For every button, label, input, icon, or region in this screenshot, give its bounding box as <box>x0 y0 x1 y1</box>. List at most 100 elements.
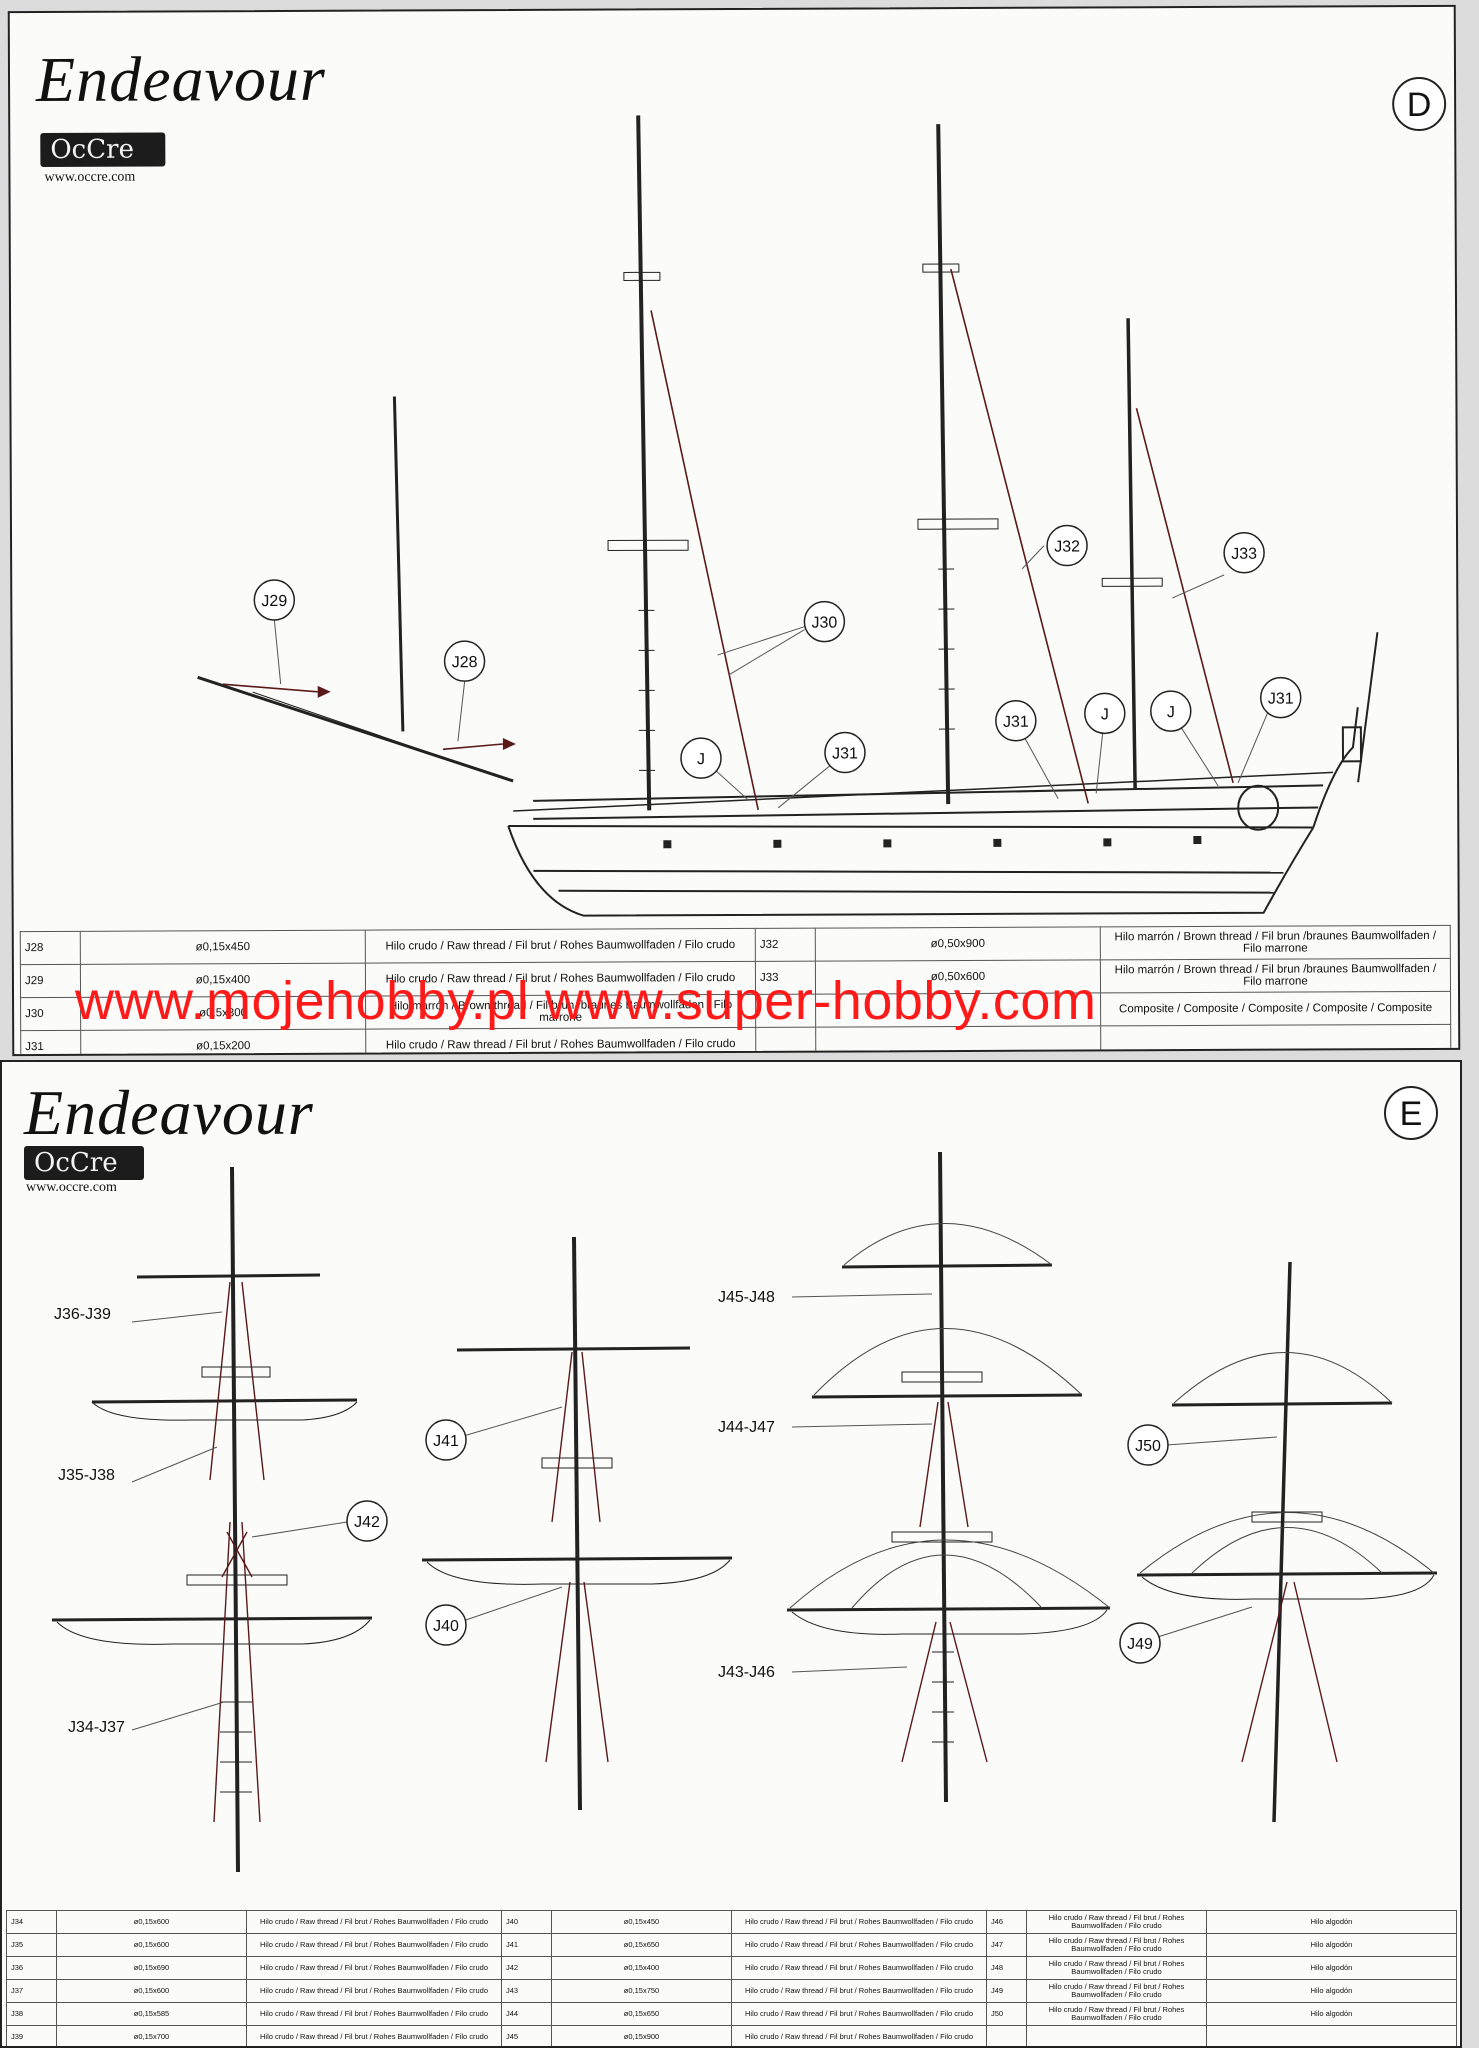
empty-cell <box>1026 2025 1207 2046</box>
rope-material: Hilo crudo / Raw thread / Fil brut / Roh… <box>731 1956 987 1980</box>
empty-cell <box>986 2025 1027 2046</box>
sheet-e: Endeavour OcCre www.occre.com E <box>0 1060 1462 2048</box>
website-text: www.occre.com <box>26 1180 117 1195</box>
rope-size: ø0,15x450 <box>551 1910 732 1934</box>
rope-size: ø0,15x400 <box>551 1956 732 1980</box>
rear-mast-rigging <box>1241 1581 1338 1763</box>
rope-size: ø0,15x690 <box>56 1956 247 1980</box>
mast-front-diagram: J36-J39 J35-J38 J34-J37 J42 J41 J40 J45-… <box>51 1151 1438 1873</box>
callout-j28: J28 <box>443 640 486 682</box>
rope-code: J31 <box>20 1030 81 1057</box>
label-j43-j46: J43-J46 <box>718 1664 775 1681</box>
rope-size: ø0,15x600 <box>56 1910 247 1934</box>
rope-thread-type: Hilo algodón <box>1206 1979 1457 2003</box>
rope-material: Hilo crudo / Raw thread / Fil brut / Roh… <box>246 1933 502 1957</box>
ship-side-diagram: J29 J28 J30 J31 J J32 J33 J31 J J J31 <box>197 115 1379 917</box>
callout-circle <box>1127 1424 1169 1466</box>
callout-label: J <box>1101 706 1109 723</box>
callout-j: J <box>1150 690 1192 732</box>
middle-mast-rigging <box>545 1351 609 1763</box>
rope-material: Hilo marrón / Brown thread / Fil brun /b… <box>1100 925 1451 960</box>
callout-j: J <box>680 737 722 779</box>
rear-mast-arcs <box>1139 1352 1435 1574</box>
callout-circle <box>1119 1622 1161 1664</box>
rope-material: Hilo crudo / Raw thread / Fil brut / Roh… <box>1026 1956 1207 1980</box>
rope-thread-type: Hilo algodón <box>1206 2002 1457 2026</box>
leader-lines <box>273 545 1274 809</box>
label-j49: J49 <box>1127 1636 1153 1653</box>
sheet-title: Endeavour <box>24 1077 314 1148</box>
rope-material: Hilo crudo / Raw thread / Fil brut / Roh… <box>1026 2002 1207 2026</box>
main-mast <box>786 1151 1111 1803</box>
label-group: J36-J39 J35-J38 J34-J37 J42 J41 J40 J45-… <box>54 1289 1169 1736</box>
sheet-d: Endeavour OcCre www.occre.com D <box>7 4 1461 1057</box>
middle-mast <box>421 1236 733 1811</box>
rope-code: J32 <box>755 928 816 962</box>
label-j34-j37: J34-J37 <box>68 1719 125 1736</box>
callout-label: J30 <box>811 615 837 632</box>
rope-code: J29 <box>20 964 81 998</box>
callout-j32: J32 <box>1046 524 1088 567</box>
main-mast-rigging <box>901 1401 988 1763</box>
callout-label: J33 <box>1231 546 1257 563</box>
rope-thread-type: Hilo algodón <box>1206 1910 1457 1934</box>
callout-group: J29 J28 J30 J31 J J32 J33 J31 J J J31 <box>253 524 1302 779</box>
rope-thread-type: Hilo algodón <box>1206 1956 1457 1980</box>
callout-label: J31 <box>1003 714 1029 731</box>
label-j45-j48: J45-J48 <box>718 1289 775 1306</box>
rope-material: Hilo crudo / Raw thread / Fil brut / Roh… <box>1026 1979 1207 2003</box>
rope-code: J45 <box>501 2025 552 2046</box>
label-j50: J50 <box>1135 1438 1161 1455</box>
rope-arrows <box>317 685 516 751</box>
rope-code: J40 <box>501 1910 552 1934</box>
rope-size: ø0,15x900 <box>551 2025 732 2046</box>
fore-mast <box>51 1166 373 1873</box>
rope-material: Hilo crudo / Raw thread / Fil brut / Roh… <box>1026 1933 1207 1957</box>
rope-size: ø0,50x900 <box>815 926 1101 962</box>
rope-code: J34 <box>6 1910 57 1934</box>
callout-j31: J31 <box>1259 676 1302 719</box>
callout-j31: J31 <box>995 700 1037 742</box>
callout-label: J <box>697 751 705 768</box>
fore-mast-rigging <box>209 1281 265 1823</box>
rope-code: J44 <box>501 2002 552 2026</box>
callout-label: J <box>1167 704 1175 721</box>
rope-material: Hilo crudo / Raw thread / Fil brut / Roh… <box>246 1910 502 1934</box>
sheet-badge: E <box>1384 1086 1438 1140</box>
rope-size: ø0,15x750 <box>551 1979 732 2003</box>
rope-code: J38 <box>6 2002 57 2026</box>
rope-code: J42 <box>501 1956 552 1980</box>
rigging-lines <box>222 268 1234 811</box>
label-j41: J41 <box>433 1433 459 1450</box>
rear-mast <box>1136 1261 1438 1823</box>
masts <box>392 115 1163 811</box>
label-j35-j38: J35-J38 <box>58 1467 115 1484</box>
rope-material: Hilo crudo / Raw thread / Fil brut / Roh… <box>365 928 756 964</box>
watermark-text: www.mojehobby.pl www.super-hobby.com <box>75 971 1097 1031</box>
rope-size: ø0,15x700 <box>56 2025 247 2046</box>
rope-code: J50 <box>986 2002 1027 2026</box>
rope-code: J47 <box>986 1933 1027 1957</box>
rope-size: ø0,15x200 <box>80 1029 366 1057</box>
rope-material: Hilo crudo / Raw thread / Fil brut / Roh… <box>246 2002 502 2026</box>
rope-code: J28 <box>20 931 81 965</box>
rope-size: ø0,15x600 <box>56 1979 247 2003</box>
rope-size: ø0,15x600 <box>56 1933 247 1957</box>
label-j36-j39: J36-J39 <box>54 1306 111 1323</box>
rope-material: Hilo crudo / Raw thread / Fil brut / Roh… <box>731 2025 987 2046</box>
rope-material: Hilo crudo / Raw thread / Fil brut / Roh… <box>246 2025 502 2046</box>
rope-code: J39 <box>6 2025 57 2046</box>
label-j42: J42 <box>354 1514 380 1531</box>
callout-label: J31 <box>1268 691 1294 708</box>
rope-material: Hilo crudo / Raw thread / Fil brut / Roh… <box>246 1956 502 1980</box>
empty-cell <box>1206 2025 1457 2046</box>
leader-lines <box>131 1293 1278 1731</box>
callout-label: J32 <box>1054 538 1080 555</box>
label-j40: J40 <box>433 1618 459 1635</box>
